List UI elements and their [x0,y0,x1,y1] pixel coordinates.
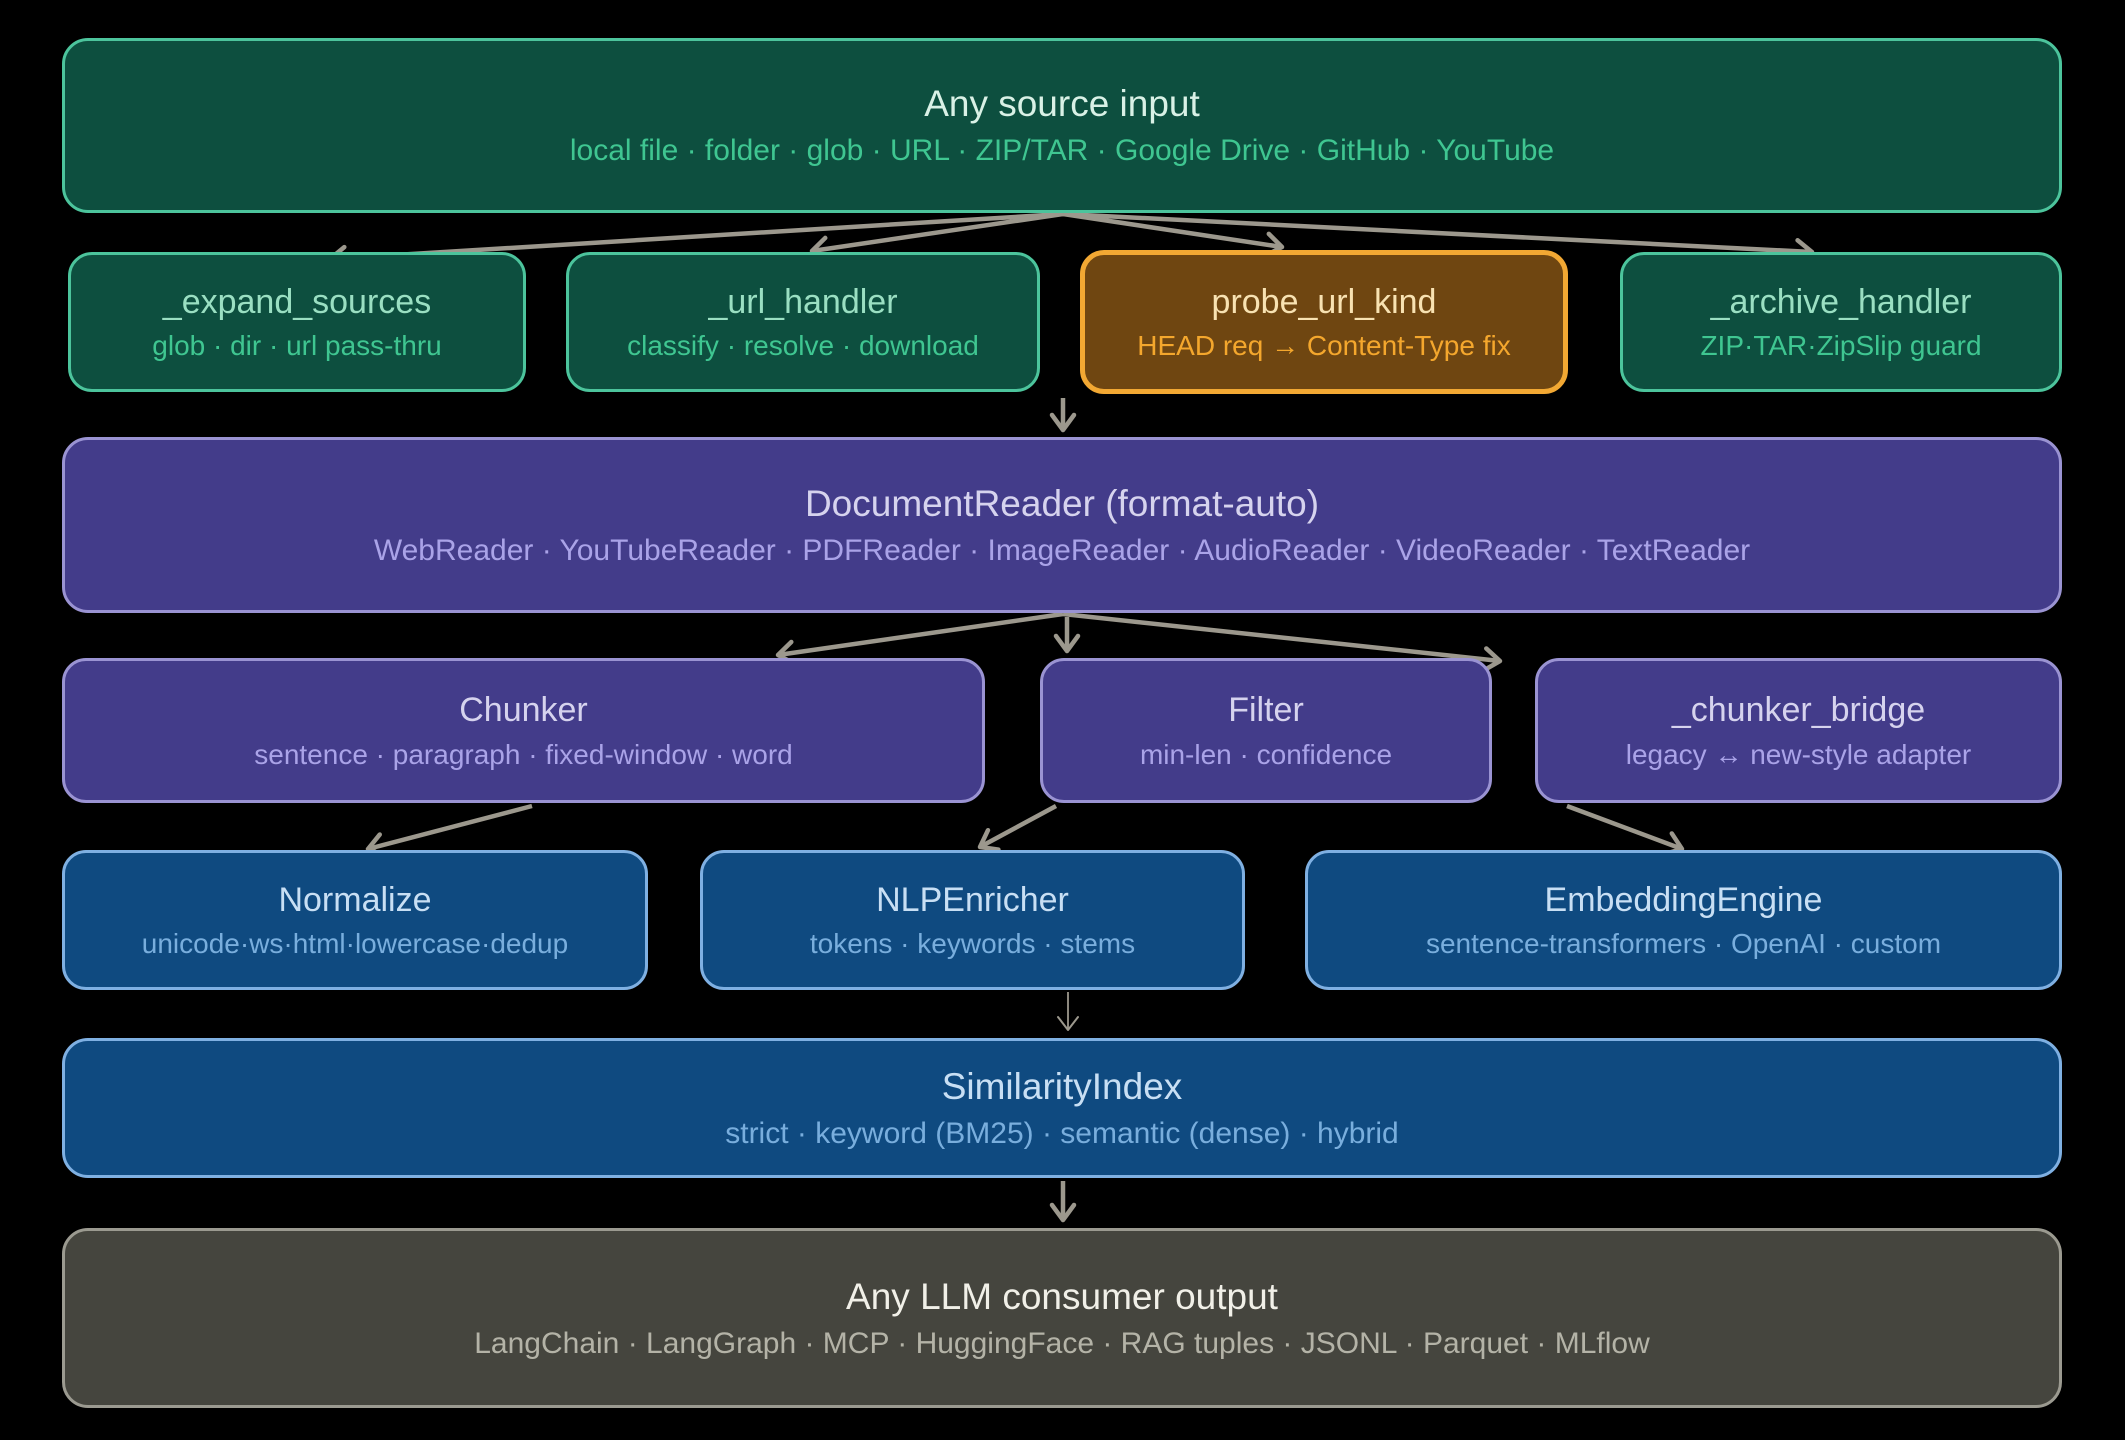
node-title: Chunker [459,691,588,730]
node-title: SimilarityIndex [941,1065,1183,1107]
node-title: Normalize [278,880,432,919]
node-subtitle: ZIP·TAR·ZipSlip guard [1700,330,1982,362]
node-any-source-input: Any source input local file · folder · g… [62,38,2062,213]
node-title: Any source input [924,83,1200,125]
node-title: _expand_sources [162,282,432,321]
node-document-reader: DocumentReader (format-auto) WebReader ·… [62,437,2062,613]
arrow-source-to-archive_handler [1062,211,1815,265]
arrow-filter-to-nlp_enricher [977,804,1058,852]
node-filter: Filter min-len · confidence [1040,658,1492,803]
node-title: Any LLM consumer output [846,1275,1278,1317]
node-subtitle: glob · dir · url pass-thru [152,330,442,362]
node-probe-url-kind: probe_url_kind HEAD req → Content-Type f… [1080,250,1568,394]
arrow-chunker_bridge-to-embedding_engine [1566,803,1685,857]
node-embedding-engine: EmbeddingEngine sentence-transformers · … [1305,850,2062,990]
node-title: probe_url_kind [1211,282,1437,321]
node-title: NLPEnricher [876,880,1069,919]
node-title: _archive_handler [1710,282,1972,321]
node-subtitle: local file · folder · glob · URL · ZIP/T… [569,134,1555,168]
node-archive-handler: _archive_handler ZIP·TAR·ZipSlip guard [1620,252,2062,392]
node-subtitle: sentence-transformers · OpenAI · custom [1425,928,1942,960]
node-expand-sources: _expand_sources glob · dir · url pass-th… [68,252,526,392]
node-subtitle: LangChain · LangGraph · MCP · HuggingFac… [474,1326,1650,1360]
node-title: _url_handler [708,282,898,321]
node-title: DocumentReader (format-auto) [804,482,1320,524]
arrow-chunker-to-normalize [365,803,533,859]
node-chunker: Chunker sentence · paragraph · fixed-win… [62,658,985,803]
node-subtitle: unicode·ws·html·lowercase·dedup [141,928,569,960]
node-title: Filter [1228,691,1304,730]
node-normalize: Normalize unicode·ws·html·lowercase·dedu… [62,850,648,990]
node-subtitle: HEAD req → Content-Type fix [1137,330,1511,362]
arrow-document_reader-to-chunker_bridge [1062,611,1503,673]
node-title: EmbeddingEngine [1544,880,1823,919]
node-chunker-bridge: _chunker_bridge legacy ↔ new-style adapt… [1535,658,2062,803]
node-subtitle: sentence · paragraph · fixed-window · wo… [254,738,793,770]
arrow-source-to-probe_url_kind [1062,211,1285,258]
node-subtitle: min-len · confidence [1139,738,1393,770]
node-nlp-enricher: NLPEnricher tokens · keywords · stems [700,850,1245,990]
node-subtitle: WebReader · YouTubeReader · PDFReader · … [373,533,1751,567]
node-subtitle: strict · keyword (BM25) · semantic (dens… [725,1116,1399,1150]
node-url-handler: _url_handler classify · resolve · downlo… [566,252,1040,392]
node-subtitle: legacy ↔ new-style adapter [1625,738,1972,770]
arrow-document_reader-to-chunker [775,611,1064,667]
arrow-source-to-url_handler [809,211,1064,262]
node-title: _chunker_bridge [1671,691,1926,730]
node-similarity-index: SimilarityIndex strict · keyword (BM25) … [62,1038,2062,1178]
node-subtitle: classify · resolve · download [627,330,979,362]
node-llm-consumer-output: Any LLM consumer output LangChain · Lang… [62,1228,2062,1408]
node-subtitle: tokens · keywords · stems [809,928,1136,960]
